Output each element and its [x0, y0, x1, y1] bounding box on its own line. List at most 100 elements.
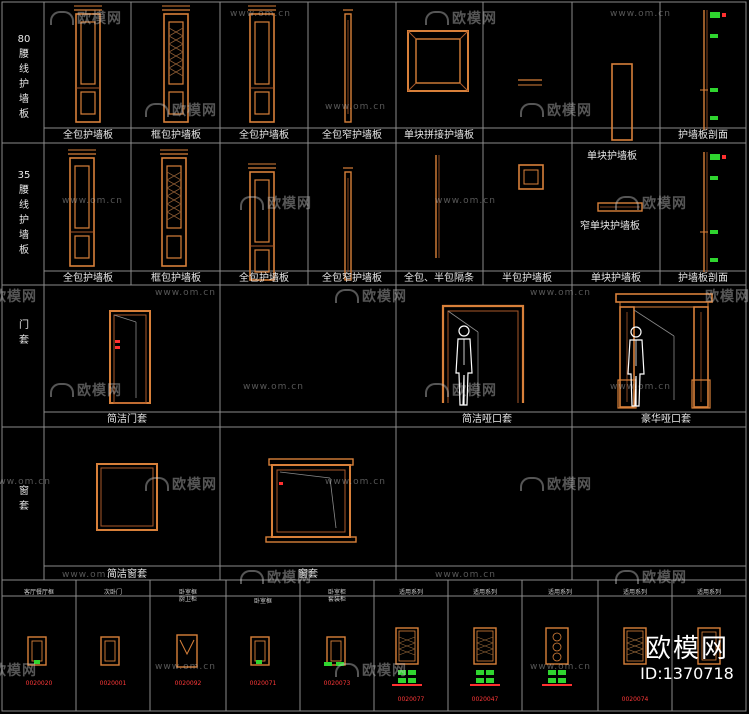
row2-caption-5: 全包、半包隔条 — [404, 273, 474, 284]
watermark-logo-icon — [520, 477, 544, 491]
row2-panel-full-a — [67, 149, 97, 267]
watermark-logo-icon — [50, 383, 74, 397]
row2-panel-lattice — [159, 149, 189, 267]
watermark-brand-11: 欧模网 — [425, 380, 497, 400]
row1-drawings — [73, 5, 727, 141]
watermark-brand-7: 欧模网 — [0, 289, 37, 305]
watermark-brand-3: 欧模网 — [145, 100, 217, 120]
bottom-code-9: 0020074 — [621, 696, 649, 703]
watermark-logo-icon — [145, 103, 169, 117]
watermark-brand-2: 欧模网 — [425, 8, 497, 28]
watermark-brand-14: 欧模网 — [240, 567, 312, 587]
row2-caption-6: 半包护墙板 — [502, 273, 552, 284]
row2-drawings — [67, 149, 727, 281]
bottom-title-10: 适用系列 — [696, 589, 722, 596]
bottom-title-8: 适用系列 — [547, 589, 573, 596]
brand-name: 欧模网 — [644, 634, 729, 664]
row2-section — [699, 151, 727, 273]
bottom-title-9: 适用系列 — [622, 589, 648, 596]
row2-label: 35腰线护墙板 — [17, 170, 31, 256]
watermark-brand-9: 欧模网 — [705, 289, 749, 305]
row3-drawings — [109, 293, 713, 409]
brand-id: ID:1370718 — [640, 664, 734, 683]
window-frame — [265, 458, 357, 543]
row2-caption-3: 全包护墙板 — [239, 273, 289, 284]
watermark-url-11: www.om.cn — [325, 477, 386, 487]
watermark-url-7: www.om.cn — [530, 288, 591, 298]
bottom-code-3: 0020092 — [174, 680, 202, 687]
row1-single-marks — [518, 79, 542, 86]
simple-window-frame — [96, 463, 158, 531]
bottom-code-6: 0020077 — [397, 696, 425, 703]
bottom-code-5: 0020073 — [323, 680, 351, 687]
watermark-brand-12: 欧模网 — [145, 474, 217, 494]
bottom-drawings — [27, 627, 721, 686]
watermark-url-4: www.om.cn — [62, 196, 123, 206]
row1-caption-3: 全包护墙板 — [239, 130, 289, 141]
watermark-logo-icon — [615, 196, 639, 210]
bottom-title-5: 卧室柜 套装柜 — [327, 589, 347, 603]
row4-drawings — [96, 458, 357, 543]
row1-caption-5: 单块拼接护墙板 — [404, 130, 474, 141]
watermark-logo-icon — [240, 570, 264, 584]
watermark-url-8: www.om.cn — [243, 382, 304, 392]
watermark-logo-icon — [425, 11, 449, 25]
bottom-code-2: 0020001 — [99, 680, 127, 687]
watermark-brand-15: 欧模网 — [615, 567, 687, 587]
row1-caption-7: 护墙板剖面 — [678, 130, 728, 141]
row2-caption-1: 全包护墙板 — [63, 273, 113, 284]
brand-watermark: 欧模网 ID:1370718 — [628, 634, 746, 684]
watermark-url-15: www.om.cn — [530, 662, 591, 672]
watermark-brand-5: 欧模网 — [240, 193, 312, 213]
luxury-opening-frame — [615, 293, 713, 409]
row4-label: 窗套 — [19, 486, 29, 512]
watermark-brand-13: 欧模网 — [520, 474, 592, 494]
watermark-logo-icon — [520, 103, 544, 117]
watermark-url-13: www.om.cn — [435, 570, 496, 580]
watermark-url-10: www.om.cn — [0, 477, 51, 487]
watermark-brand-16: 欧模网 — [0, 663, 37, 679]
row1-caption-4: 全包窄护墙板 — [322, 130, 382, 141]
row2-caption-7: 单块护墙板 — [591, 273, 641, 284]
row1-caption-1: 全包护墙板 — [63, 130, 113, 141]
watermark-logo-icon — [425, 383, 449, 397]
watermark-logo-icon — [50, 11, 74, 25]
bottom-code-7: 0020047 — [471, 696, 499, 703]
row2-panel-full-b — [247, 163, 277, 281]
watermark-url-12: www.om.cn — [62, 570, 123, 580]
row1-label: 80腰线护墙板 — [17, 34, 31, 120]
row3-caption-2: 简洁哑口套 — [462, 414, 512, 425]
bottom-title-7: 适用系列 — [472, 589, 498, 596]
bottom-title-3: 卧室框 厨卫柜 — [178, 589, 198, 603]
row3-caption-3: 豪华哑口套 — [641, 414, 691, 425]
watermark-url-3: www.om.cn — [325, 102, 386, 112]
watermark-url-2: www.om.cn — [610, 9, 671, 19]
watermark-logo-icon — [335, 663, 359, 677]
row2-half-panel — [518, 164, 544, 190]
watermark-brand-10: 欧模网 — [50, 380, 122, 400]
bottom-code-4: 0020071 — [249, 680, 277, 687]
row2-caption-2: 框包护墙板 — [151, 273, 201, 284]
row1-caption-2: 框包护墙板 — [151, 130, 201, 141]
row3-caption-1: 简洁门套 — [107, 414, 147, 425]
row1-panel-square — [407, 30, 469, 92]
row2-caption-9: 护墙板剖面 — [678, 273, 728, 284]
watermark-brand-8: 欧模网 — [335, 286, 407, 306]
row2-panel-narrow — [342, 167, 354, 281]
bottom-code-1: 0020020 — [25, 680, 53, 687]
simple-opening-frame — [441, 304, 525, 406]
row2-divider-strip — [435, 155, 440, 258]
bottom-title-6: 适用系列 — [398, 589, 424, 596]
watermark-brand-4: 欧模网 — [520, 100, 592, 120]
row1-caption-6: 单块护墙板 — [587, 151, 637, 162]
watermark-logo-icon — [145, 477, 169, 491]
watermark-url-6: www.om.cn — [155, 288, 216, 298]
watermark-logo-icon — [335, 289, 359, 303]
row4-caption-2: 窗套 — [298, 569, 318, 580]
watermark-logo-icon — [615, 570, 639, 584]
row1-panel-full-b — [247, 5, 277, 123]
watermark-url-14: www.om.cn — [155, 662, 216, 672]
watermark-logo-icon — [240, 196, 264, 210]
